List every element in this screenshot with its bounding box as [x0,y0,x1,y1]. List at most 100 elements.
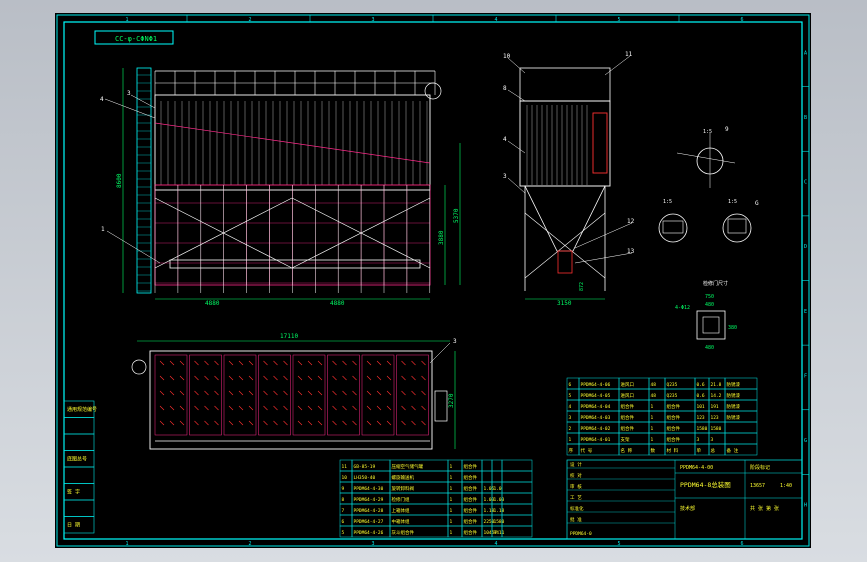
plan-fan-left [131,359,147,375]
plan-cell [154,354,188,436]
parts-lower-text: 1 [450,519,453,525]
parts-header-text: 数 [651,447,656,454]
parts-upper-text: 组合件 [621,414,635,421]
plan-bag-mark [342,375,347,381]
detail-c-callout: G [755,200,759,207]
left-col-label: 日 期 [67,523,80,529]
plan-bag-mark [179,405,185,411]
plan-bag-mark [194,405,199,411]
parts-lower-text: 组合件 [464,507,478,514]
side-top [519,67,611,102]
column-marker: 1 [126,17,129,23]
plan-bag-mark [159,360,165,366]
side-callout-leader [507,89,526,102]
plan-bag-mark [352,360,357,366]
parts-header-text: 单 [697,447,702,454]
side-callout-leader [604,55,631,76]
plan-bag-mark [248,420,254,426]
plan-bag-mark [159,375,165,381]
parts-upper-text: 组合件 [667,436,681,443]
parts-upper-text: 防锈漆 [727,381,741,388]
dim-right-2: 5370 [453,208,460,223]
title-stage: 阶段标记 [750,464,770,471]
detail-d: 检修门尺寸 750 480 380 480 4-Φ12 [675,280,737,351]
parts-lower-text: 9411 [494,530,505,536]
plan-bag-mark [317,405,323,411]
plan-dim-right: 3270 [448,393,455,408]
parts-lower-cell [481,470,493,483]
plan-bag-mark [342,360,347,366]
design-label: 审 核 [570,483,582,490]
plan-bag-mark [273,405,278,411]
plan-bag-mark [352,420,357,426]
parts-lower-cell [481,459,493,472]
plan-bag-mark [194,390,199,396]
parts-lower-cell [491,470,503,483]
parts-lower-text: 组合件 [464,518,478,525]
parts-lower-text: 灰斗组合件 [392,529,415,536]
detail-c: 1:5 G [722,199,759,243]
column-marker-bottom: 4 [495,541,498,547]
title-weight: 13657 [750,483,765,489]
plan-bag-mark [297,375,303,381]
parts-lower-text: 7 [342,508,345,514]
plan-bag-mark [204,420,209,426]
parts-upper-text: 组合件 [621,403,635,410]
detail-c-circle [722,213,752,243]
dim-bottom-right: 4880 [330,300,345,307]
side-bag-lines [526,105,588,185]
detail-d-dim-top: 750 [705,294,714,300]
parts-lower-text: 组合件 [464,529,478,536]
parts-lower-text: PPDM64-4-29 [354,497,384,503]
plan-bag-mark [421,375,426,381]
column-marker-bottom: 2 [249,541,252,547]
inner-frame [63,21,803,540]
plan-bag-mark [238,405,244,411]
plan-bag-mark [411,390,416,396]
detail-a-callout: 9 [725,126,729,133]
plan-bag-mark [194,420,199,426]
plan-bag-mark [169,360,175,366]
parts-upper-text: 组合件 [621,425,635,432]
plan-bag-mark [228,420,234,426]
side-dim-small: 872 [579,282,585,291]
plan-bag-mark [332,390,337,396]
plan-view: 17110 3270 3 [131,333,457,450]
column-marker-bottom: 6 [741,541,744,547]
plan-bag-mark [238,360,244,366]
row-marker: H [804,503,807,509]
left-col-cell [63,516,95,534]
column-marker: 3 [372,17,375,23]
column-marker: 6 [741,17,744,23]
parts-lower-text: 压缩空气储气罐 [392,463,424,470]
parts-lower-text: 9 [342,486,345,492]
detail-d-outer [696,310,726,340]
parts-lower-text: PPDM64-4-26 [354,530,384,536]
row-marker: E [804,309,807,315]
plan-bag-mark [263,420,268,426]
parts-lower-text: 1.18 [494,508,505,514]
parts-upper-text: 3 [697,437,700,443]
design-label: 设 计 [570,461,582,468]
plan-bag-mark [179,375,185,381]
upper-housing [154,94,431,191]
plan-bag-mark [283,405,288,411]
detail-c-part [727,218,747,234]
dim-bottom-left: 4880 [205,300,220,307]
plan-bag-mark [307,360,313,366]
detail-d-holes: 4-Φ12 [675,305,690,311]
plan-bag-mark [411,405,416,411]
parts-lower-cell [501,459,533,472]
plan-bag-mark [386,360,392,366]
detail-d-dim-right: 380 [728,325,737,331]
parts-upper-text: PPDM64-4-06 [581,382,611,388]
plan-bag-mark [352,375,357,381]
detail-d-inner [702,316,720,334]
parts-upper-text: 1580 [697,426,708,432]
parts-lower-text: 旋转卸料阀 [392,485,415,492]
